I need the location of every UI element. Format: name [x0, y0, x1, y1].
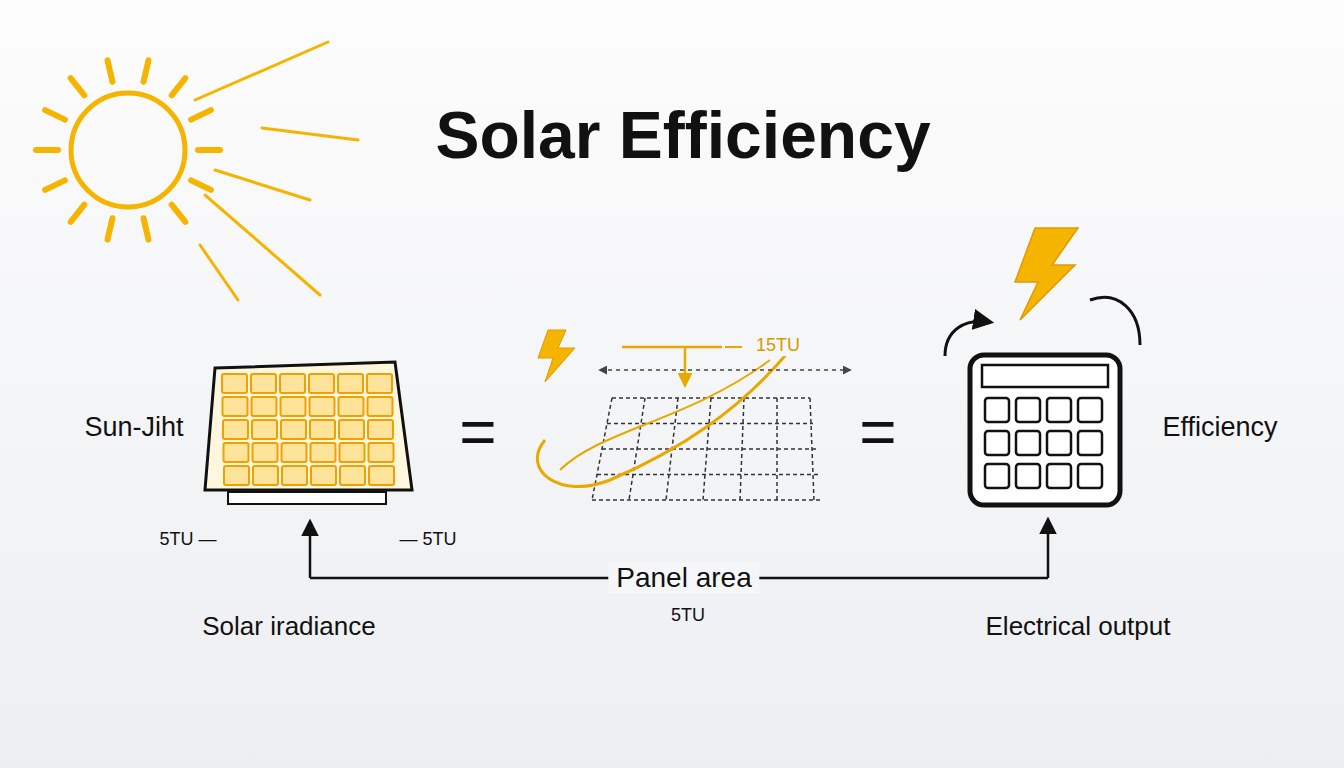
input-label: Sun-Jiht: [84, 413, 183, 443]
sun-icon: [36, 42, 358, 300]
axis-label: Solar iradiance: [202, 612, 375, 641]
dimension-label: 5TU —: [159, 530, 216, 550]
solar-panel: [205, 362, 412, 504]
equals-sign: =: [859, 397, 896, 467]
axis-label: Electrical output: [986, 612, 1171, 641]
title: Solar Efficiency: [435, 99, 930, 172]
dimension-label: — 5TU: [399, 530, 456, 550]
output-label: Efficiency: [1162, 413, 1277, 443]
equals-sign: =: [459, 397, 496, 467]
bracket-label: Panel area: [608, 563, 759, 594]
dimension-label: 15TU: [748, 336, 808, 356]
dimension-label: 5TU: [671, 606, 705, 626]
calculator-icon: [945, 228, 1140, 505]
energy-grid: [537, 330, 850, 500]
